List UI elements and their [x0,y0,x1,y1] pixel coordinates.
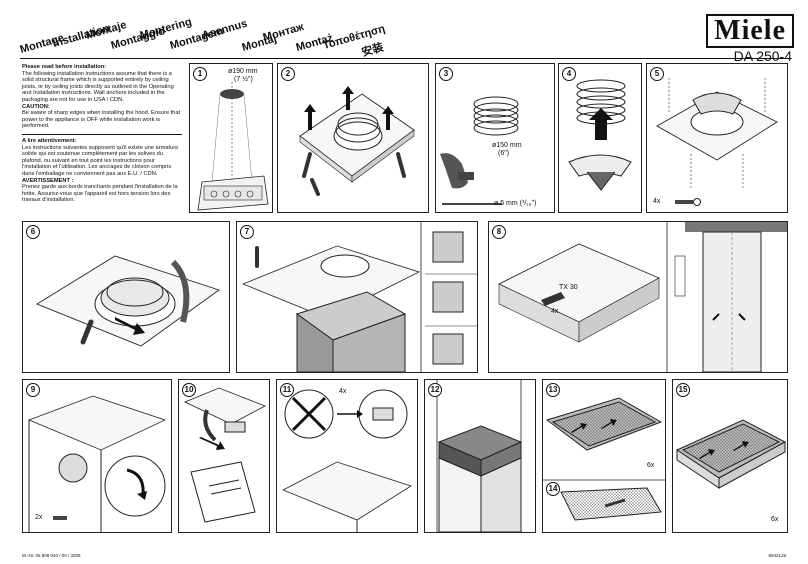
step-number: 10 [182,383,196,397]
step-12-panel: 12 [424,379,536,533]
step-number: 5 [650,67,664,81]
step-5-panel: 5 4x [646,63,788,213]
step-number: 7 [240,225,254,239]
step-number: 9 [26,383,40,397]
fr-caution: Prenez garde aux bords tranchants pendan… [22,184,178,204]
step-number: 3 [439,67,453,81]
quantity-label: 6x [647,462,655,469]
diameter-inch-label: (7 ½") [234,76,253,83]
lang-title: Asennus [200,17,249,42]
step-13-14-panel: 13 14 6x [542,379,666,533]
en-caution: Be aware of sharp edges when installing … [22,110,181,130]
fr-caution-heading: AVERTISSEMENT : [22,177,74,184]
step-10-illustration [184,387,266,523]
step-1-panel: 1 ø190 mm (7 ½") [189,63,273,213]
instructions-text: Please read before installation: The fol… [22,64,182,204]
duct-diameter-label: ø150 mm [492,142,522,149]
step-15-panel: 15 6x [672,379,788,533]
step-4-illustration [568,79,632,191]
step-7-panel: 7 [236,221,478,373]
step-12-illustration [436,380,523,532]
quantity-label: 6x [771,516,779,523]
step-number: 15 [676,383,690,397]
lang-title: 安装 [360,41,385,60]
en-heading: Please read before installation: [22,64,107,70]
step-number: 14 [546,482,560,496]
step-11-panel: 11 4x [276,379,418,533]
diameter-label: ø190 mm [228,68,258,75]
step-number: 8 [492,225,506,239]
step-9-illustration [27,395,167,532]
step-number: 11 [280,383,294,397]
quantity-label: 4x [339,388,347,395]
step-number: 4 [562,67,576,81]
tool-label: TX 30 [559,284,578,291]
step-2-illustration [299,86,415,196]
duct-diameter-inch-label: (6") [498,150,510,157]
miele-logo: Miele [706,14,794,48]
step-7-illustration [241,222,477,372]
step-10-panel: 10 [178,379,270,533]
step-8-illustration [498,222,787,372]
step-number: 12 [428,383,442,397]
step-number: 13 [546,383,560,397]
step-1-illustration [197,82,269,211]
step-3-panel: 3 ø150 mm (6") ø 5 mm (³/₁₆") [435,63,555,213]
quantity-label: 4x [653,198,661,205]
step-5-illustration [656,78,778,206]
step-4-panel: 4 [558,63,642,213]
step-number: 2 [281,67,295,81]
model-number: DA 250-4 [733,48,792,64]
step-3-illustration [440,96,519,205]
step-6-panel: 6 [22,221,230,373]
drill-size-label: ø 5 mm (³/₁₆") [494,200,537,207]
fr-heading: A lire attentivement: [22,137,77,144]
en-caution-heading: CAUTION: [22,103,50,110]
fr-body: Les instructions suivantes supposent qu'… [22,144,179,177]
step-8-panel: 8 TX 30 4x [488,221,788,373]
step-15-illustration [675,419,787,489]
quantity-label: 4x [551,308,559,315]
step-number: 1 [193,67,207,81]
document-number: M.-Nr. 06 808 040 / 00 / 3208 [22,553,81,558]
step-2-panel: 2 [277,63,429,213]
header-rule [20,58,788,59]
step-number: 6 [26,225,40,239]
quantity-label: 2x [35,514,43,521]
step-13-14-illustration [543,397,665,521]
en-body: The following installation instructions … [22,70,174,103]
step-9-panel: 9 2x [22,379,172,533]
step-6-illustration [36,255,220,347]
print-code: 6942129 [768,553,786,558]
step-11-illustration [282,389,412,532]
